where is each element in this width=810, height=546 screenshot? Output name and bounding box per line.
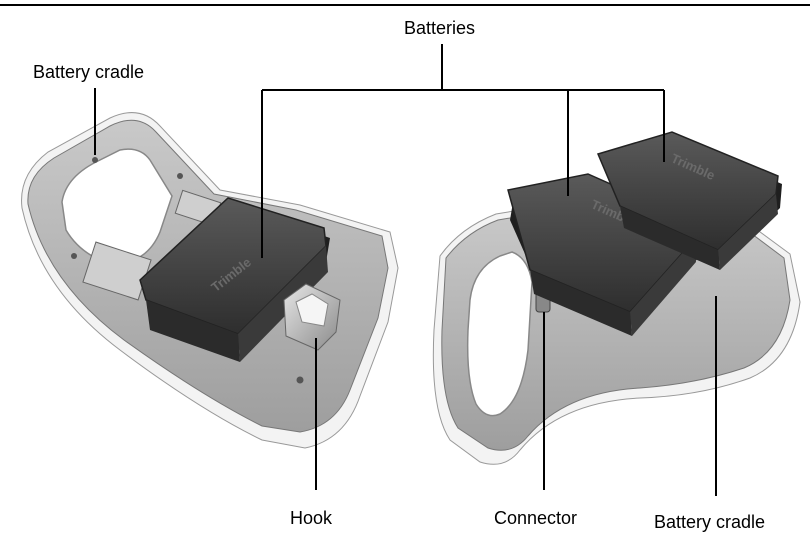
battery-cradle-left-label: Battery cradle — [33, 62, 145, 82]
right-battery-cradle: Trimble Trimble — [432, 131, 801, 465]
left-battery-cradle: Trimble — [21, 112, 399, 449]
left-cradle-screw — [71, 253, 77, 259]
top-rule — [0, 4, 810, 6]
leader-lines — [94, 44, 717, 496]
hook-label: Hook — [290, 508, 333, 528]
batteries-leader — [261, 44, 665, 258]
battery-cradle-right-label: Battery cradle — [654, 512, 766, 532]
right-handle-opening — [466, 251, 533, 417]
left-cradle-screw — [296, 376, 304, 384]
left-cradle-screw — [92, 157, 98, 163]
right-battery-rear: Trimble — [596, 131, 782, 270]
batteries-label: Batteries — [404, 18, 476, 38]
left-cradle-screw — [177, 173, 183, 179]
hook-part — [283, 283, 341, 351]
connector-label: Connector — [494, 508, 578, 528]
left-battery: Trimble — [139, 197, 330, 362]
